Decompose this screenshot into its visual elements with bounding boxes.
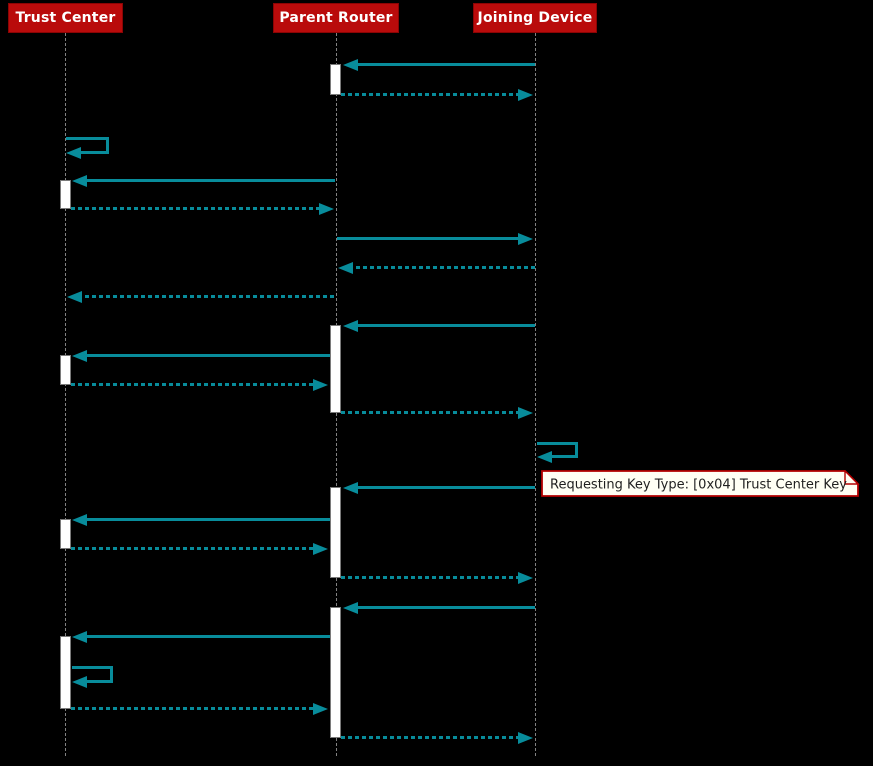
- arrowhead: [72, 175, 87, 187]
- self-message-arrow-joining-device-bottom: [549, 455, 578, 458]
- arrowhead: [343, 602, 358, 614]
- participant-box-joining-device: Joining Device: [473, 3, 597, 33]
- message-arrow-dotted-joining-device-to-parent-router: [349, 266, 535, 269]
- note-body: [541, 470, 859, 497]
- participant-box-parent-router: Parent Router: [273, 3, 399, 33]
- message-arrow-dotted-trust-center-to-parent-router: [71, 707, 317, 710]
- message-arrow-dotted-parent-router-to-trust-center: [78, 295, 335, 298]
- arrowhead: [66, 147, 81, 159]
- lifeline-trust-center: [65, 33, 66, 756]
- participant-label: Trust Center: [15, 10, 116, 26]
- activation-bar-parent-router: [330, 64, 341, 95]
- arrowhead: [537, 451, 552, 463]
- message-arrow-dotted-parent-router-to-joining-device: [341, 576, 522, 579]
- self-message-arrow-trust-center-side: [106, 137, 109, 154]
- arrowhead: [313, 379, 328, 391]
- lifeline-joining-device: [535, 33, 536, 756]
- arrowhead: [518, 732, 533, 744]
- participant-label: Joining Device: [477, 10, 593, 26]
- message-arrow-dotted-parent-router-to-joining-device: [341, 736, 522, 739]
- arrowhead: [313, 703, 328, 715]
- message-arrow-solid-joining-device-to-parent-router: [354, 63, 535, 66]
- message-arrow-dotted-parent-router-to-joining-device: [341, 93, 522, 96]
- message-arrow-solid-joining-device-to-parent-router: [354, 486, 535, 489]
- activation-bar-parent-router: [330, 325, 341, 413]
- note-text: Requesting Key Type: [0x04] Trust Center…: [550, 478, 847, 493]
- arrowhead: [319, 203, 334, 215]
- message-arrow-solid-parent-router-to-joining-device: [337, 237, 522, 240]
- participant-box-trust-center: Trust Center: [8, 3, 123, 33]
- arrowhead: [518, 407, 533, 419]
- activation-bar-trust-center: [60, 355, 71, 385]
- self-message-arrow-trust-center-bottom: [84, 680, 113, 683]
- activation-bar-trust-center: [60, 636, 71, 709]
- message-arrow-solid-parent-router-to-trust-center: [83, 354, 330, 357]
- message-arrow-solid-joining-device-to-parent-router: [354, 324, 535, 327]
- self-message-arrow-trust-center-side: [110, 666, 113, 683]
- message-arrow-dotted-trust-center-to-parent-router: [71, 383, 317, 386]
- note-fold-corner-icon: [844, 470, 860, 485]
- self-message-arrow-joining-device-top: [537, 442, 578, 445]
- arrowhead: [343, 59, 358, 71]
- message-arrow-dotted-trust-center-to-parent-router: [71, 207, 323, 210]
- message-arrow-dotted-trust-center-to-parent-router: [71, 547, 317, 550]
- arrowhead: [72, 631, 87, 643]
- participant-label: Parent Router: [279, 10, 393, 26]
- activation-bar-trust-center: [60, 519, 71, 549]
- self-message-arrow-trust-center-top: [72, 666, 113, 669]
- self-message-arrow-trust-center-bottom: [78, 151, 109, 154]
- activation-bar-parent-router: [330, 607, 341, 738]
- arrowhead: [518, 89, 533, 101]
- arrowhead: [343, 482, 358, 494]
- message-arrow-solid-parent-router-to-trust-center: [83, 635, 330, 638]
- message-arrow-dotted-parent-router-to-joining-device: [341, 411, 522, 414]
- arrowhead: [338, 262, 353, 274]
- arrowhead: [67, 291, 82, 303]
- self-message-arrow-trust-center-top: [66, 137, 109, 140]
- arrowhead: [72, 350, 87, 362]
- activation-bar-trust-center: [60, 180, 71, 209]
- message-arrow-solid-parent-router-to-trust-center: [83, 518, 330, 521]
- message-arrow-solid-joining-device-to-parent-router: [354, 606, 535, 609]
- arrowhead: [343, 320, 358, 332]
- activation-bar-parent-router: [330, 487, 341, 578]
- note: Requesting Key Type: [0x04] Trust Center…: [541, 470, 860, 497]
- arrowhead: [72, 514, 87, 526]
- arrowhead: [313, 543, 328, 555]
- self-message-arrow-joining-device-side: [575, 442, 578, 458]
- arrowhead: [518, 572, 533, 584]
- arrowhead: [518, 233, 533, 245]
- arrowhead: [72, 676, 87, 688]
- message-arrow-solid-parent-router-to-trust-center: [83, 179, 335, 182]
